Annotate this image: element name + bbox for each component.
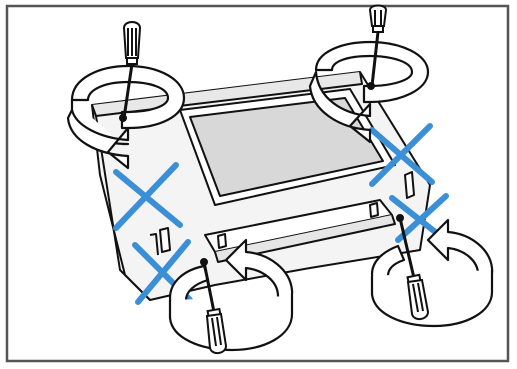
screwdriver-icon: [119, 21, 142, 122]
screwdriver-icon: [396, 214, 430, 320]
cross-mark-icon: [113, 162, 183, 231]
screwdriver-icon: [200, 258, 228, 354]
rotation-arrow-icon: [308, 40, 430, 144]
rotation-arrow-icon: [370, 218, 494, 328]
screwdriver-icon: [367, 4, 388, 90]
rotation-arrow-icon: [66, 64, 186, 170]
rotation-arrow-icon: [168, 238, 294, 352]
cross-mark-icon: [369, 123, 435, 187]
appliance-panel: [91, 71, 431, 301]
panel-window: [189, 97, 384, 197]
